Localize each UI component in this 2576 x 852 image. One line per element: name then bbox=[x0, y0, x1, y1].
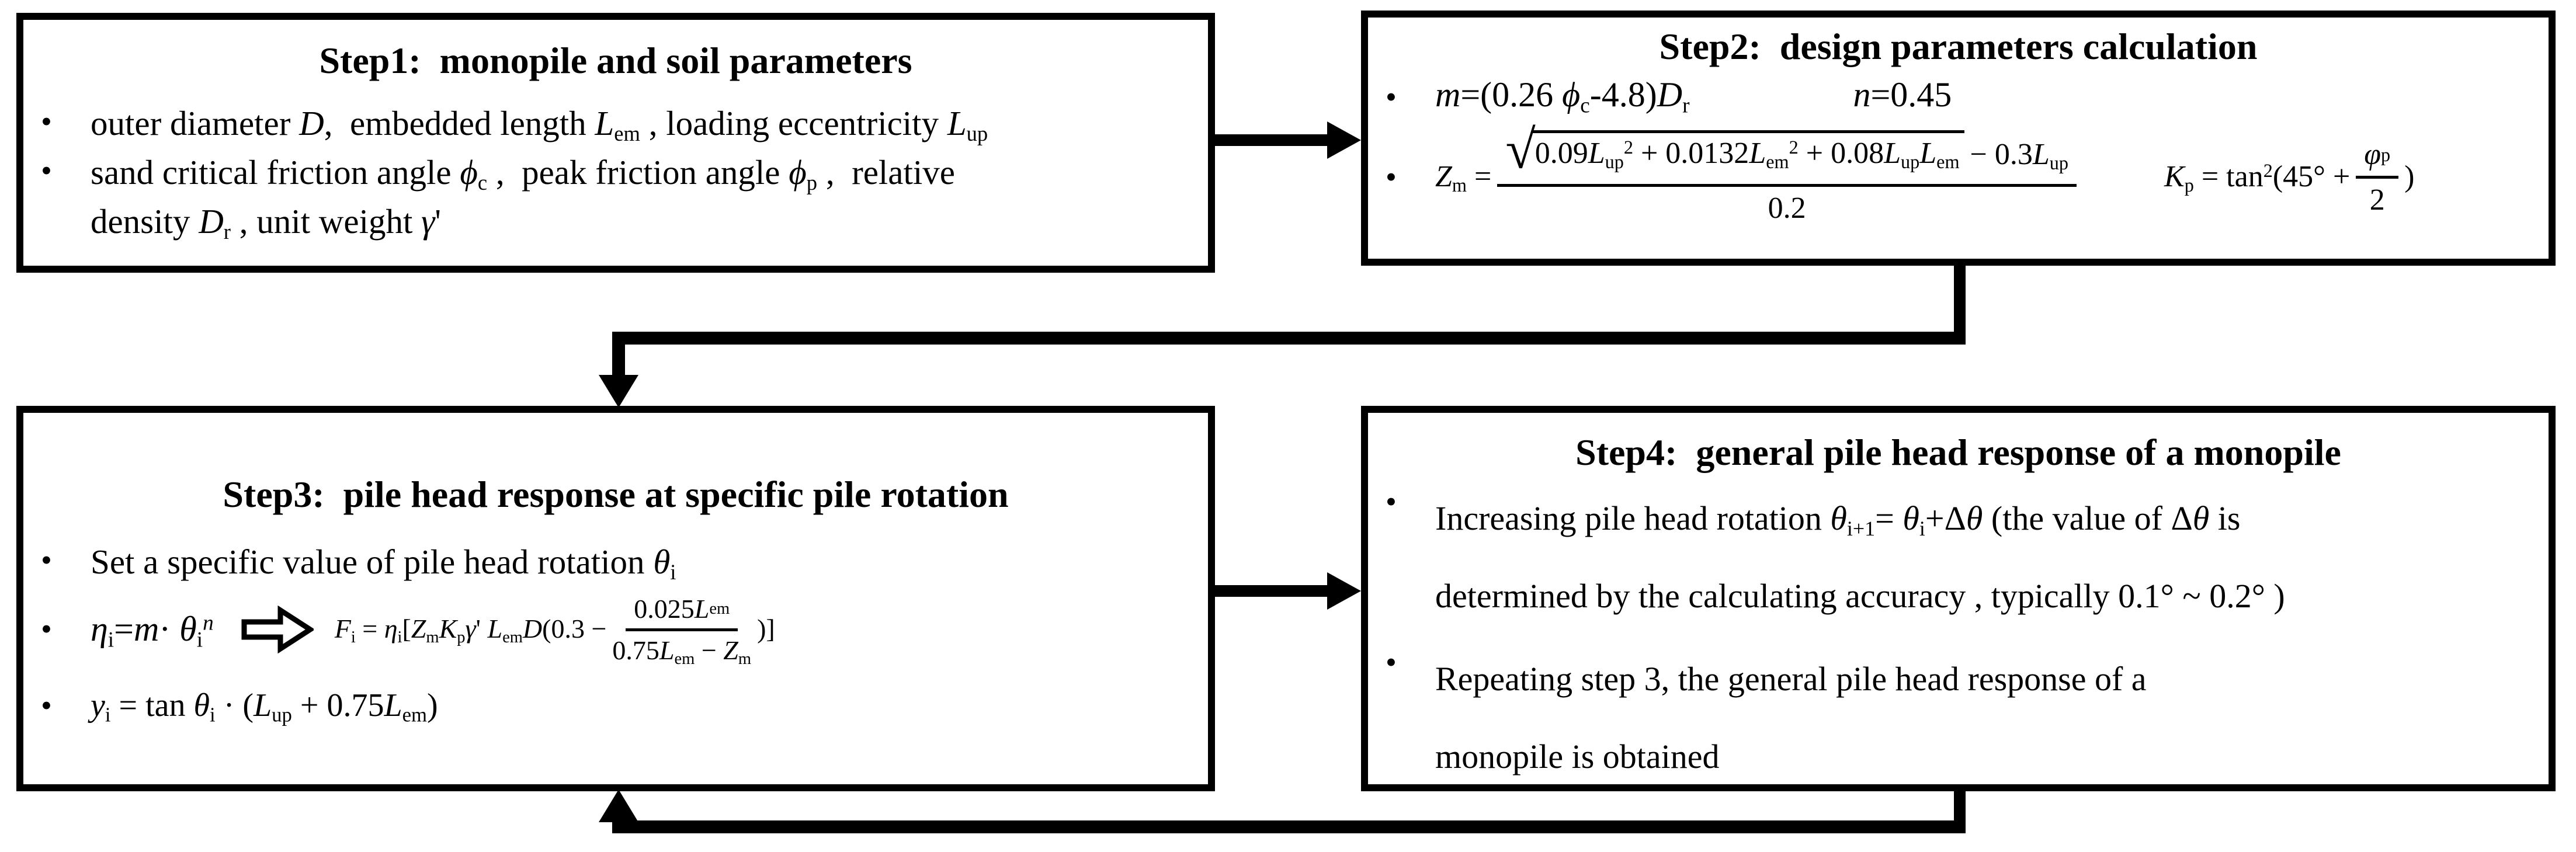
zm-fraction: √ 0.09Lup2 + 0.0132Lem2 + 0.08LupLem − 0… bbox=[1497, 123, 2077, 225]
step3-bullet-2: • ηi=m· θin Fi = ηi[ZmKpγ' LemD(0.3 − 0.… bbox=[23, 593, 1208, 669]
step4-bullet-1: • Increasing pile head rotation θi+1= θi… bbox=[1368, 479, 2549, 635]
step1-bullet-1: • outer diameter D, embedded length Lem … bbox=[23, 99, 1208, 148]
step1-bullet-1-text: outer diameter D, embedded length Lem , … bbox=[91, 104, 988, 146]
step2-zm-kp-formulas: Zm = √ 0.09Lup2 + 0.0132Lem2 + 0.08LupLe… bbox=[1435, 123, 2549, 225]
radical-icon: √ bbox=[1505, 120, 1536, 180]
step1-box: Step1: monopile and soil parameters • ou… bbox=[16, 13, 1215, 273]
fi-formula-lhs: Fi = ηi[ZmKpγ' LemD(0.3 − bbox=[334, 614, 607, 647]
step2-title: Step2: design parameters calculation bbox=[1659, 26, 2258, 67]
kp-formula-lhs: Kp = tan2(45° + bbox=[2164, 159, 2351, 196]
yi-formula: yi = tan θi · (Lup + 0.75Lem) bbox=[91, 687, 438, 726]
step1-bullets: • outer diameter D, embedded length Lem … bbox=[23, 99, 1208, 246]
bullet-icon: • bbox=[1386, 159, 1397, 194]
implies-arrow-icon bbox=[241, 605, 314, 653]
bullet-icon: • bbox=[1386, 79, 1397, 114]
zm-denominator: 0.2 bbox=[1768, 191, 1806, 225]
m-formula: m=(0.26 ϕc-4.8)Dr bbox=[1435, 75, 1690, 118]
step1-bullet-2: • sand critical friction angle ϕc , peak… bbox=[23, 148, 1208, 246]
step1-bullet-2-line-1: sand critical friction angle ϕc , peak f… bbox=[91, 152, 955, 194]
kp-formula-close: ) bbox=[2404, 159, 2415, 193]
bullet-icon: • bbox=[41, 543, 52, 578]
connector-step2-to-step3-vertical-1 bbox=[1954, 266, 1966, 345]
step3-bullet-3: • yi = tan θi · (Lup + 0.75Lem) bbox=[23, 683, 1208, 728]
bullet-icon: • bbox=[1386, 644, 1397, 680]
kp-denominator: 2 bbox=[2369, 183, 2385, 217]
step2-bullet-1: • m=(0.26 ϕc-4.8)Dr n=0.45 bbox=[1368, 75, 2549, 120]
connector-step4-to-step3-head bbox=[599, 790, 638, 822]
zm-numerator: √ 0.09Lup2 + 0.0132Lem2 + 0.08LupLem − 0… bbox=[1497, 123, 2077, 187]
step2-box: Step2: design parameters calculation • m… bbox=[1361, 11, 2556, 266]
step1-bullet-2-text: sand critical friction angle ϕc , peak f… bbox=[91, 148, 1208, 246]
arrow-step3-to-step4-head bbox=[1327, 572, 1361, 610]
connector-step2-to-step3-head bbox=[599, 375, 638, 408]
zm-after-radical: − 0.3Lup bbox=[1970, 138, 2069, 174]
step3-eta-fi-formulas: ηi=m· θin Fi = ηi[ZmKpγ' LemD(0.3 − 0.02… bbox=[91, 593, 1208, 669]
arrow-step1-to-step2-line bbox=[1215, 134, 1332, 146]
fi-formula-close: )] bbox=[757, 614, 775, 644]
step4-bullet-2-line-1: Repeating step 3, the general pile head … bbox=[1435, 659, 2147, 698]
bullet-icon: • bbox=[41, 104, 52, 139]
fi-denominator: 0.75Lem − Zm bbox=[612, 635, 752, 669]
step4-bullet-1-line-1: Increasing pile head rotation θi+1= θi+Δ… bbox=[1435, 499, 2241, 541]
bullet-icon: • bbox=[41, 687, 52, 723]
zm-formula-lhs: Zm = bbox=[1435, 159, 1492, 196]
step4-bullets: • Increasing pile head rotation θi+1= θi… bbox=[1368, 479, 2549, 796]
step4-bullet-2-text: Repeating step 3, the general pile head … bbox=[1435, 640, 2549, 796]
step2-bullet-2: • Zm = √ 0.09Lup2 + 0.0132Lem2 + 0.08Lup… bbox=[1368, 123, 2549, 225]
bullet-icon: • bbox=[41, 611, 52, 647]
step4-bullet-2-line-2: monopile is obtained bbox=[1435, 738, 1720, 776]
zm-radicand: 0.09Lup2 + 0.0132Lem2 + 0.08LupLem bbox=[1532, 130, 1964, 171]
connector-step4-to-step3-horizontal bbox=[612, 820, 1966, 833]
arrow-step3-to-step4-line bbox=[1215, 585, 1332, 597]
arrow-step1-to-step2-head bbox=[1327, 121, 1361, 159]
step1-bullet-2-line-2: density Dr , unit weight γ' bbox=[91, 201, 441, 244]
step4-title: Step4: general pile head response of a m… bbox=[1575, 432, 2341, 473]
connector-step2-to-step3-horizontal bbox=[612, 332, 1966, 345]
square-root: √ 0.09Lup2 + 0.0132Lem2 + 0.08LupLem bbox=[1505, 123, 1964, 179]
n-formula: n=0.45 bbox=[1853, 75, 1952, 114]
step3-bullet-1: • Set a specific value of pile head rota… bbox=[23, 538, 1208, 586]
step4-bullet-2: • Repeating step 3, the general pile hea… bbox=[1368, 640, 2549, 796]
connector-step2-to-step3-vertical-2 bbox=[612, 332, 625, 380]
step3-bullet-1-text: Set a specific value of pile head rotati… bbox=[91, 543, 676, 585]
step2-mn-formulas: m=(0.26 ϕc-4.8)Dr n=0.45 bbox=[1435, 75, 2549, 118]
step4-bullet-1-line-2: determined by the calculating accuracy ,… bbox=[1435, 577, 2285, 615]
step1-title: Step1: monopile and soil parameters bbox=[319, 40, 912, 81]
step3-title: Step3: pile head response at specific pi… bbox=[223, 474, 1009, 515]
step4-bullet-1-text: Increasing pile head rotation θi+1= θi+Δ… bbox=[1435, 479, 2549, 635]
bullet-icon: • bbox=[1386, 484, 1397, 519]
eta-formula: ηi=m· θin bbox=[91, 610, 214, 652]
step4-box: Step4: general pile head response of a m… bbox=[1361, 406, 2556, 791]
bullet-icon: • bbox=[41, 152, 52, 188]
step3-box: Step3: pile head response at specific pi… bbox=[16, 406, 1215, 791]
